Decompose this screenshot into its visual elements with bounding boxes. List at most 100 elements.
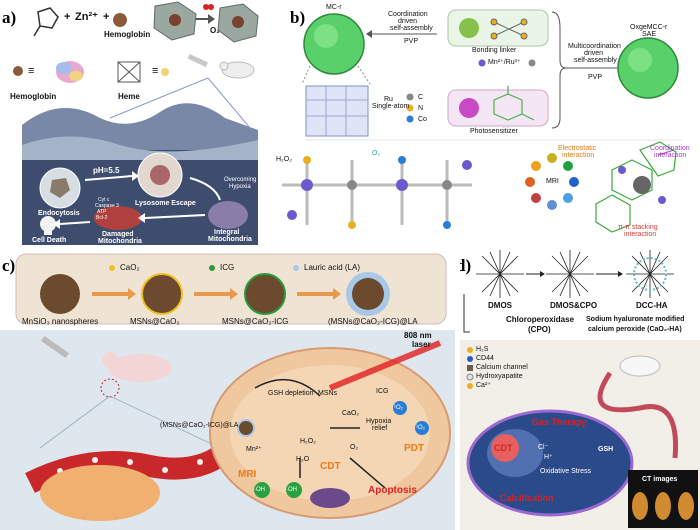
pdt-label: PDT <box>404 443 424 454</box>
msns-cao2-sphere <box>141 273 183 315</box>
ru-label: Ru <box>384 96 393 103</box>
pvp-label-2: PVP <box>588 74 603 81</box>
hemoglobin-label: Hemoglobin <box>10 92 57 101</box>
cdt-label: CDT <box>320 461 341 472</box>
nanoparticle-label: (MSNs@CaO₂-ICG)@LA <box>160 422 239 429</box>
oh-label: ·OH <box>286 487 297 493</box>
panel-a: a) + Zn²⁺ + Hemoglobin O₂ ≡ ≡ Hemoglobin… <box>0 0 262 245</box>
panel-c-art <box>0 253 455 530</box>
coordination-interaction-label-1: Coordination <box>650 145 690 152</box>
msns-la-label: (MSNs@CaO₂-ICG)@LA <box>328 317 418 326</box>
oxgemcc-label: OxgeMCC-r <box>630 24 668 31</box>
panel-a-art <box>13 1 259 245</box>
multicoordination-text-1: Multicoordination <box>568 43 621 50</box>
damaged-mito-label: Mitochondria <box>98 238 142 245</box>
crystal-lattice <box>305 85 369 137</box>
icg-legend: ICG <box>220 263 235 272</box>
cao2-label: CaO₂ <box>342 410 360 417</box>
oh-label: ·OH <box>254 487 265 493</box>
singlet-o2-label: ¹O₂ <box>394 405 403 411</box>
gas-therapy-label: Gas Therapy <box>532 417 587 427</box>
mouse <box>619 355 661 377</box>
oxidative-stress-label: Oxidative Stress <box>540 468 591 475</box>
h2o-label: H₂O <box>296 456 310 463</box>
ct-images-label: CT images <box>642 476 678 483</box>
cobalt-label: Co <box>418 116 427 123</box>
electrostatic-label-2: interaction <box>562 152 595 159</box>
blood-vessel <box>25 439 238 493</box>
mnsio3-label: MnSiO₃ nanospheres <box>22 317 99 326</box>
cdt-label: CDT <box>494 443 513 453</box>
cd44-legend: CD44 <box>476 355 494 362</box>
plus-sign: + <box>103 11 110 23</box>
mri-contrast-ring <box>525 153 579 210</box>
pi-stacking-label-1: π-π stacking <box>618 224 658 231</box>
lauric-acid-legend: Lauric acid (LA) <box>304 263 361 272</box>
singlet-oxygen-icon <box>393 401 407 415</box>
lysosome-escape-label: Lysosome Escape <box>135 200 196 207</box>
oxygen-label: O₂ <box>210 26 220 35</box>
h2o2-label: H₂O₂ <box>300 438 316 445</box>
dcc-ha-label: DCC-HA <box>636 301 668 310</box>
mn-ru-label: Mn²⁺/Ru³⁺ <box>488 59 521 66</box>
panel-a-label: a) <box>2 8 17 27</box>
photosensitizer-molecule <box>493 86 535 121</box>
laser-label: laser <box>412 340 431 349</box>
o2-label: O₂ <box>372 150 381 157</box>
coordination-site <box>595 141 677 233</box>
laser-beam <box>328 340 442 391</box>
msns-cao2-icg-label: MSNs@CaO₂-ICG <box>222 317 289 326</box>
h2o2-label: H₂O₂ <box>276 156 292 163</box>
chloride-label: Cl⁻ <box>538 444 549 451</box>
panel-b-art <box>282 9 682 233</box>
electrostatic-label-1: Electrostatic <box>558 145 597 152</box>
bonding-linker-label: Bonding linker <box>472 47 517 54</box>
framework-structure <box>282 156 472 229</box>
endocytosis-label: Endocytosis <box>38 210 80 217</box>
singlet-o2-label: ¹O₂ <box>416 425 425 431</box>
integral-mito-label: Mitochondria <box>208 236 252 243</box>
mn2-label: Mn²⁺ <box>246 446 262 453</box>
plus-sign: + <box>64 11 71 23</box>
sae-label: SAE <box>642 31 657 38</box>
imidazole-ring <box>37 7 59 29</box>
cao2-legend: CaO₂ <box>120 263 140 272</box>
h2s-legend: H₂S <box>476 346 489 353</box>
gsh-label: GSH <box>598 446 614 453</box>
skull-icon <box>40 216 56 232</box>
equiv-sign: ≡ <box>152 65 159 77</box>
nitrogen-label: N <box>418 105 424 112</box>
dmos-cpo-particle <box>546 250 594 298</box>
cell-death-label: Cell Death <box>32 237 67 244</box>
msns-label: MSNs <box>318 390 338 397</box>
pi-stacking-label-2: interaction <box>624 231 657 238</box>
calcification-label: Calcification <box>500 493 554 503</box>
panel-d-art <box>460 250 700 530</box>
bonding-linker-molecule <box>490 18 528 40</box>
equiv-sign: ≡ <box>28 65 35 77</box>
panel-d-label: d) <box>460 256 472 275</box>
cao2-ha-label-1: Sodium hyaluronate modified <box>586 316 685 323</box>
coordination-interaction-label-2: interaction <box>654 152 687 159</box>
dmos-cpo-label: DMOS&CPO <box>550 301 598 310</box>
mcr-label: MC-r <box>326 4 342 11</box>
apoptosis-label: Apoptosis <box>368 485 417 496</box>
integral-mitochondria <box>208 201 248 229</box>
single-atom-label: Single-atom <box>372 103 410 110</box>
icg-label: ICG <box>376 388 389 395</box>
gsh-depletion-label: GSH depletion <box>268 390 314 397</box>
hypoxia-label: Hypoxia <box>366 418 392 425</box>
mri-label: MRI <box>546 178 559 185</box>
hemoglobin-structure <box>56 61 84 83</box>
caspase-label: Caspase 3 <box>95 203 119 209</box>
panel-c-label: c) <box>2 256 16 275</box>
coordination-text-1: Coordination <box>388 11 428 18</box>
relief-label: relief <box>372 425 388 432</box>
bcl2-label: Bcl-2 <box>96 215 108 221</box>
calcium-ion-legend: Ca²⁺ <box>476 382 491 389</box>
damaged-mitochondria <box>94 206 142 230</box>
zinc-ion-label: Zn²⁺ <box>75 11 98 23</box>
mouse <box>108 354 172 382</box>
atp-label: ATP <box>97 209 107 215</box>
cao2-ha-label-2: calcium peroxide (CaO₂-HA) <box>588 326 682 333</box>
